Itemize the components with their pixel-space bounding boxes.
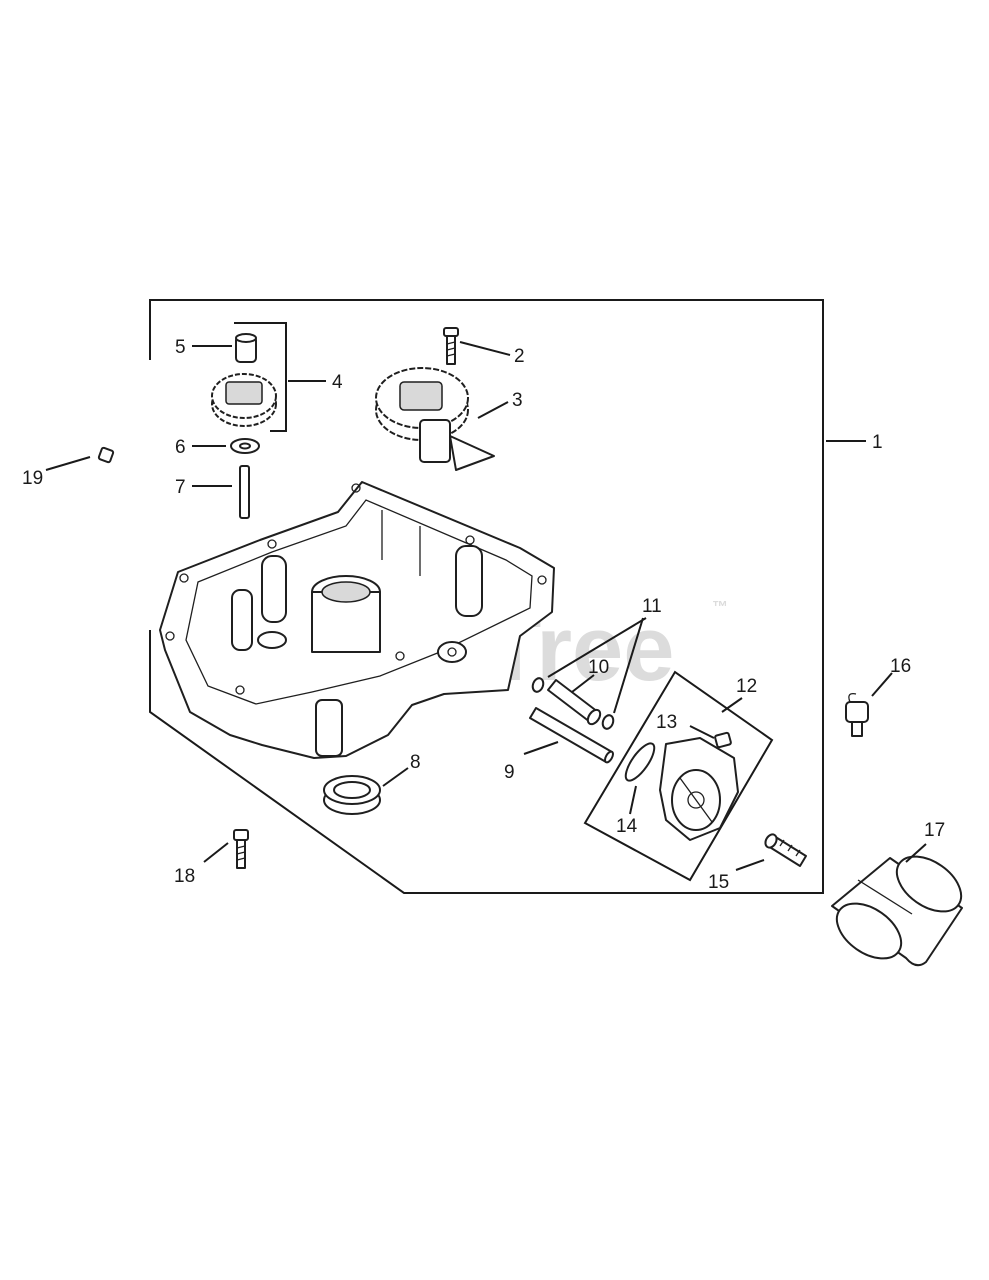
part-8-seal [323,775,381,815]
part-17-oil-filter [831,855,963,967]
callout-19: 19 [22,468,43,489]
callout-18: 18 [174,866,195,887]
part-5-pin [235,333,257,363]
gear-subassembly-frame [234,322,287,432]
callout-14: 14 [616,816,638,837]
callout-8: 8 [410,752,421,773]
part-19-nut [97,446,115,464]
callout-12: 12 [736,676,757,697]
callout-7: 7 [175,477,186,498]
callout-1: 1 [872,432,883,453]
callout-16: 16 [890,656,911,677]
part-4-gear [211,373,277,427]
callout-15: 15 [708,872,729,893]
part-13-set-screw [714,731,732,749]
part-9-tube [529,707,614,764]
part-10-tube [547,679,602,726]
callout-labels: 1 2 3 4 5 6 7 8 9 10 11 12 13 14 15 16 1… [22,337,945,893]
leader-lines [45,341,927,871]
part-12-filter-adapter [659,737,739,841]
callout-6: 6 [175,437,186,458]
oil-filter-adapter-frame [583,670,774,882]
part-14-o-ring [624,742,656,782]
callout-2: 2 [514,346,525,367]
part-15-bolt [764,833,807,867]
callout-11: 11 [642,596,662,617]
callout-5: 5 [175,337,186,358]
part-7-shaft [239,465,250,519]
part-16-switch [845,693,869,737]
callout-13: 13 [656,712,677,733]
callout-4: 4 [332,372,343,393]
assembly-frame [149,299,824,894]
callout-10: 10 [588,657,609,678]
part-11-o-rings [531,677,615,730]
part-18-bolt [233,829,249,869]
watermark-trademark: ™ [712,599,728,616]
part-3-oil-pump [375,367,495,471]
callout-17: 17 [924,820,945,841]
part-6-washer [230,438,260,454]
part-2-screw [443,327,459,365]
callout-3: 3 [512,390,523,411]
crankcase-oil-pan [159,481,555,759]
callout-9: 9 [504,762,515,783]
